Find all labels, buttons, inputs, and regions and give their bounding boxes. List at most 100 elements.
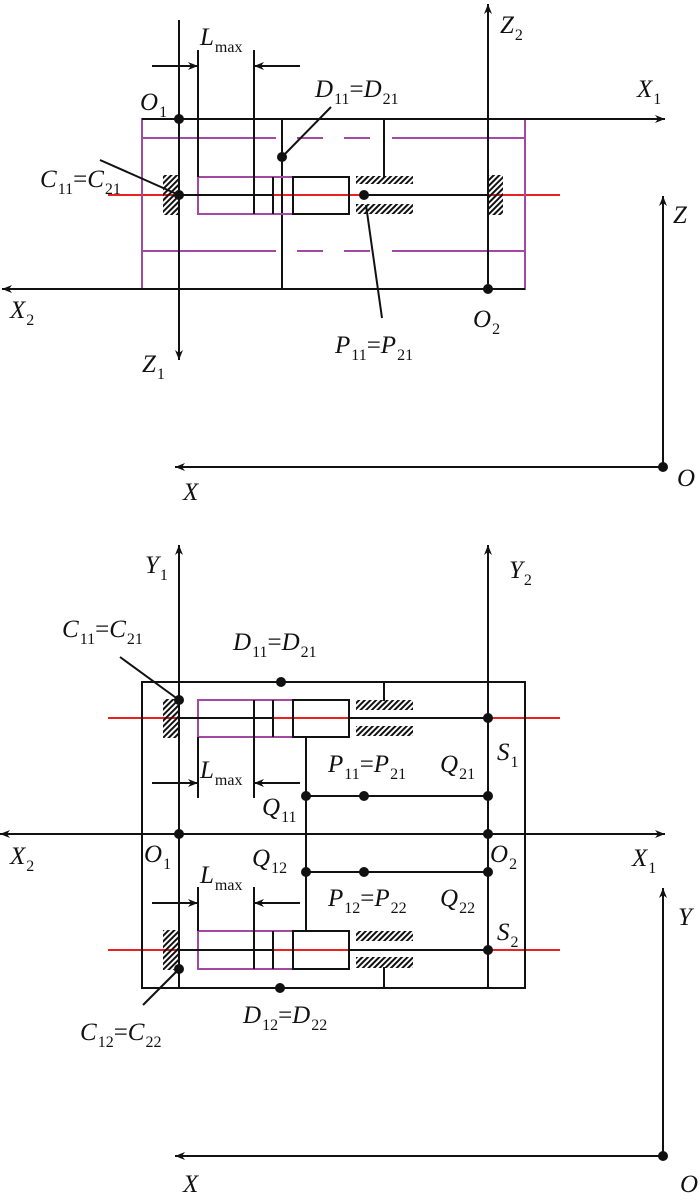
label-subscript: 21	[459, 766, 475, 783]
bottom-left-wall-hatch-lower	[163, 930, 180, 970]
label-subscript: 21	[390, 766, 406, 783]
label-symbol: O	[144, 841, 162, 868]
top-d-leader	[281, 106, 332, 158]
bottom-p11-point	[359, 791, 369, 801]
label-symbol: D	[232, 629, 251, 656]
bottom-bearing-hatch	[356, 726, 413, 736]
label-top-view-z: Z	[673, 202, 688, 229]
bottom-o2-point	[483, 829, 493, 839]
label-subscript: 22	[459, 900, 475, 917]
label-subscript: 22	[311, 1017, 327, 1034]
label-symbol: Z	[142, 351, 157, 378]
label-subscript: 1	[163, 856, 171, 873]
label-top-view-z1: Z1	[142, 351, 165, 383]
label-subscript: 11	[58, 181, 73, 198]
label-symbol: L	[199, 24, 214, 51]
label-equals: =	[114, 1019, 128, 1046]
label-subscript: 2	[26, 312, 34, 329]
top-c11-point	[174, 190, 184, 200]
label-subscript: 1	[160, 567, 168, 584]
top-p-leader	[365, 204, 383, 319]
label-equals: =	[360, 885, 374, 912]
label-symbol: Y	[145, 552, 162, 579]
bottom-d12-point	[275, 983, 285, 993]
label-bottom-view-lmax2: Lmax	[199, 862, 242, 894]
label-symbol: Y	[678, 904, 695, 931]
label-equals: =	[349, 76, 363, 103]
bottom-left-wall-hatch-upper	[163, 699, 180, 738]
label-symbol: O	[677, 465, 695, 492]
label-symbol: D	[281, 629, 300, 656]
label-subscript: 2	[524, 572, 532, 589]
bottom-s1-point	[483, 713, 493, 723]
label-symbol: L	[199, 757, 214, 784]
label-symbol: D	[242, 1002, 261, 1029]
bottom-p12-point	[359, 867, 369, 877]
label-bottom-view-o1: O1	[144, 841, 171, 873]
label-subscript: 1	[159, 104, 167, 121]
label-subscript: 22	[391, 900, 407, 917]
label-subscript: 2	[515, 27, 523, 44]
bottom-bearing-hatch	[356, 931, 413, 941]
label-bottom-view-s2: S2	[497, 919, 519, 951]
bottom-bearing-hatch	[356, 957, 413, 968]
label-symbol: P	[327, 885, 343, 912]
bottom-bearing-hatch	[356, 700, 413, 710]
bottom-c12-point	[174, 964, 184, 974]
label-top-view-o2: O2	[473, 306, 500, 338]
label-equals: =	[278, 1002, 292, 1029]
label-equals: =	[73, 166, 87, 193]
label-bottom-view-q22: Q22	[440, 885, 475, 917]
label-subscript: 1	[653, 91, 661, 108]
label-subscript: 2	[492, 321, 500, 338]
label-subscript: 1	[648, 860, 656, 877]
label-symbol: X	[182, 479, 200, 506]
top-d11-point	[277, 152, 287, 162]
label-top-view-x: X	[182, 479, 200, 506]
label-bottom-view-c11eqc21: C11=C21	[62, 616, 143, 648]
label-symbol: D	[314, 76, 333, 103]
label-symbol: X	[9, 297, 27, 324]
label-subscript: 12	[98, 1034, 114, 1051]
bottom-o1-point	[174, 829, 184, 839]
label-top-view-o: O	[677, 465, 695, 492]
world-origin-top-point	[658, 462, 668, 472]
label-subscript: max	[215, 39, 243, 56]
label-bottom-view-c12eqc22: C12=C22	[80, 1019, 161, 1051]
label-symbol: P	[373, 885, 389, 912]
label-top-view-z2: Z2	[500, 12, 523, 44]
label-top-view-x2: X2	[9, 297, 34, 329]
bottom-q11-point	[301, 791, 311, 801]
label-subscript: 22	[145, 1034, 161, 1051]
label-symbol: Y	[509, 557, 526, 584]
label-subscript: 12	[344, 900, 360, 917]
label-subscript: 2	[26, 858, 34, 875]
label-equals: =	[367, 332, 381, 359]
label-bottom-view-q12: Q12	[252, 845, 287, 877]
label-symbol: Z	[500, 12, 515, 39]
bottom-q21-point	[483, 791, 493, 801]
label-equals: =	[267, 629, 281, 656]
label-subscript: 21	[301, 644, 317, 661]
label-symbol: C	[80, 1019, 97, 1046]
label-bottom-view-y: Y	[678, 904, 695, 931]
label-subscript: 21	[397, 347, 413, 364]
label-symbol: Q	[440, 885, 458, 912]
label-top-view-p11eqp21: P11=P21	[334, 332, 413, 364]
bottom-c12-leader	[142, 968, 180, 1006]
label-symbol: D	[363, 76, 382, 103]
label-bottom-view-o: O	[680, 1171, 698, 1198]
world-origin-bottom-point	[658, 1151, 668, 1161]
label-subscript: 1	[157, 366, 165, 383]
top-p11-point	[359, 190, 369, 200]
label-symbol: D	[291, 1002, 310, 1029]
label-subscript: 12	[271, 860, 287, 877]
label-symbol: C	[109, 616, 126, 643]
label-subscript: 11	[252, 644, 267, 661]
label-bottom-view-x1: X1	[631, 845, 656, 877]
label-symbol: S	[497, 739, 510, 766]
label-bottom-view-s1: S1	[497, 739, 519, 771]
label-bottom-view-x2: X2	[9, 843, 34, 875]
label-symbol: X	[182, 1171, 200, 1198]
label-top-view-d11eqd21: D11=D21	[314, 76, 399, 108]
